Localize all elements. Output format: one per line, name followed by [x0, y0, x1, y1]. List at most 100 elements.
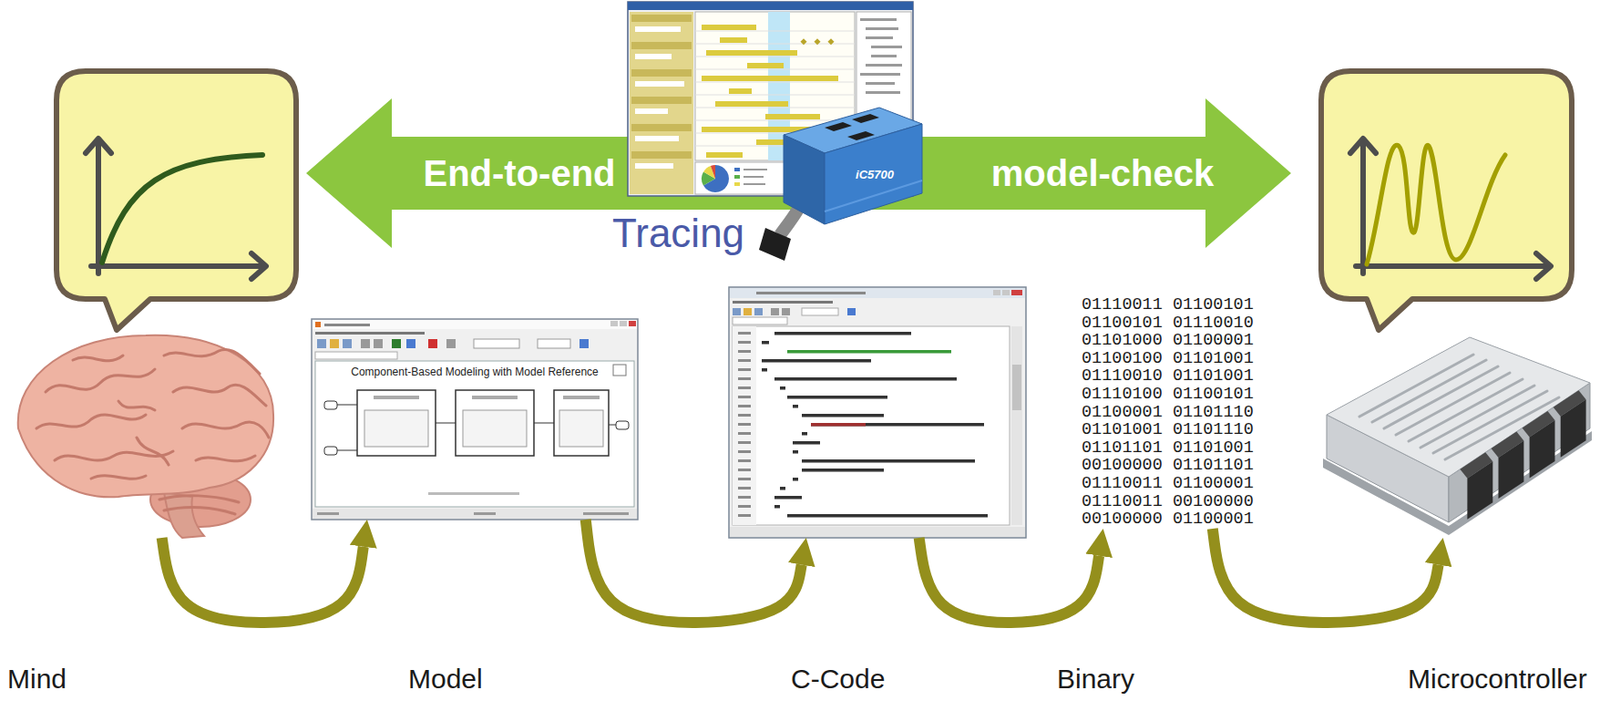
ecu-housing — [1359, 354, 1559, 460]
brain-illustration — [164, 348, 260, 374]
trace-screenshot — [701, 24, 757, 31]
model-screenshot — [391, 338, 401, 349]
model-screenshot — [533, 422, 554, 424]
trace-screenshot — [695, 107, 855, 109]
model-screenshot — [360, 338, 370, 349]
ecu-housing — [1323, 430, 1592, 535]
trace-screenshot — [631, 41, 692, 50]
model-screenshot — [317, 338, 327, 349]
controller-stage: Microcontroller — [1321, 332, 1592, 538]
trace-screenshot — [734, 167, 740, 172]
brain-illustration — [150, 471, 251, 527]
trace-device — [758, 107, 923, 261]
code-screenshot — [738, 358, 751, 362]
model-screenshot — [324, 446, 338, 455]
brain-illustration — [36, 348, 269, 514]
trace-screenshot — [743, 175, 764, 178]
code-screenshot — [810, 422, 985, 427]
trace-screenshot — [710, 164, 716, 179]
brain-illustration — [164, 507, 236, 514]
model-screenshot — [628, 320, 636, 327]
trace-screenshot — [706, 152, 743, 158]
brain-illustration — [118, 400, 155, 411]
code-screenshot — [738, 377, 751, 380]
code-screenshot — [774, 495, 802, 500]
trace-screenshot — [706, 50, 798, 56]
right-speech-bubble — [1350, 138, 1376, 154]
ecu-housing — [1459, 389, 1586, 520]
caption-holder: Model — [408, 663, 483, 696]
trace-screenshot — [695, 11, 855, 161]
code-screenshot — [738, 404, 751, 408]
ecu-housing — [1395, 372, 1510, 435]
trace-screenshot — [865, 63, 903, 67]
trace-screenshot — [871, 45, 903, 49]
model-screenshot — [324, 400, 338, 410]
code-screenshot — [761, 331, 988, 518]
brain-illustration — [136, 437, 169, 465]
model-screenshot — [462, 410, 527, 447]
trace-screenshot — [865, 82, 895, 85]
model-screenshot — [317, 512, 339, 515]
model-screenshot — [312, 508, 637, 519]
model-screenshot — [315, 351, 398, 359]
trace-screenshot — [627, 1, 913, 11]
model-screenshot — [559, 410, 604, 447]
right-speech-bubble — [1360, 140, 1366, 274]
trace-device — [783, 107, 923, 154]
code-screenshot — [801, 468, 884, 472]
model-screenshot — [357, 389, 436, 456]
code-screenshot — [732, 317, 788, 325]
brain-illustration — [164, 492, 205, 538]
trace-screenshot — [635, 135, 679, 142]
trace-screenshot — [743, 168, 768, 171]
trace-screenshot — [734, 174, 740, 179]
window-title: Component-Based Modeling with Model Refe… — [350, 366, 598, 380]
label-holder: Component-Based Modeling with Model Refe… — [350, 366, 598, 380]
ecu-housing — [1560, 399, 1587, 458]
brain-illustration — [36, 414, 146, 429]
trace-screenshot — [715, 101, 789, 107]
trace-screenshot — [695, 120, 855, 122]
code-screenshot — [738, 395, 751, 399]
label-holder: End-to-end — [422, 152, 616, 195]
trace-device — [851, 113, 880, 124]
flow-arrow — [1212, 528, 1439, 623]
code-screenshot — [792, 404, 799, 409]
trace-screenshot — [865, 27, 899, 31]
trace-screenshot — [695, 69, 855, 71]
trace-screenshot — [728, 88, 752, 94]
code-screenshot — [738, 450, 751, 453]
model-screenshot — [615, 420, 629, 430]
label-holder: Tracing — [612, 210, 745, 257]
model-screenshot — [428, 338, 438, 349]
code-screenshot — [774, 504, 780, 509]
mind-stage: Mind — [5, 332, 276, 538]
model-screenshot — [613, 364, 626, 376]
brain-illustration — [195, 455, 256, 462]
model-screenshot — [373, 338, 383, 349]
brain-illustration — [72, 355, 124, 361]
code-screenshot — [792, 450, 799, 454]
trace-device — [847, 131, 875, 141]
model-screenshot — [337, 450, 358, 452]
model-check-arrow — [306, 98, 1292, 248]
trace-device — [824, 123, 923, 225]
trace-screenshot — [827, 38, 834, 45]
code-screenshot — [738, 431, 751, 435]
trace-screenshot — [756, 139, 802, 145]
label-holder: model-check — [991, 152, 1215, 195]
trace-screenshot — [865, 91, 901, 94]
ecu-housing — [1326, 414, 1449, 523]
brain-illustration — [173, 384, 267, 406]
trace-screenshot — [695, 145, 855, 147]
code-screenshot — [774, 377, 957, 381]
brain-illustration — [159, 495, 239, 503]
code-screenshot — [801, 413, 884, 418]
trace-screenshot — [765, 113, 821, 120]
model-stage: Model — [311, 318, 638, 520]
code-screenshot — [1011, 326, 1023, 525]
